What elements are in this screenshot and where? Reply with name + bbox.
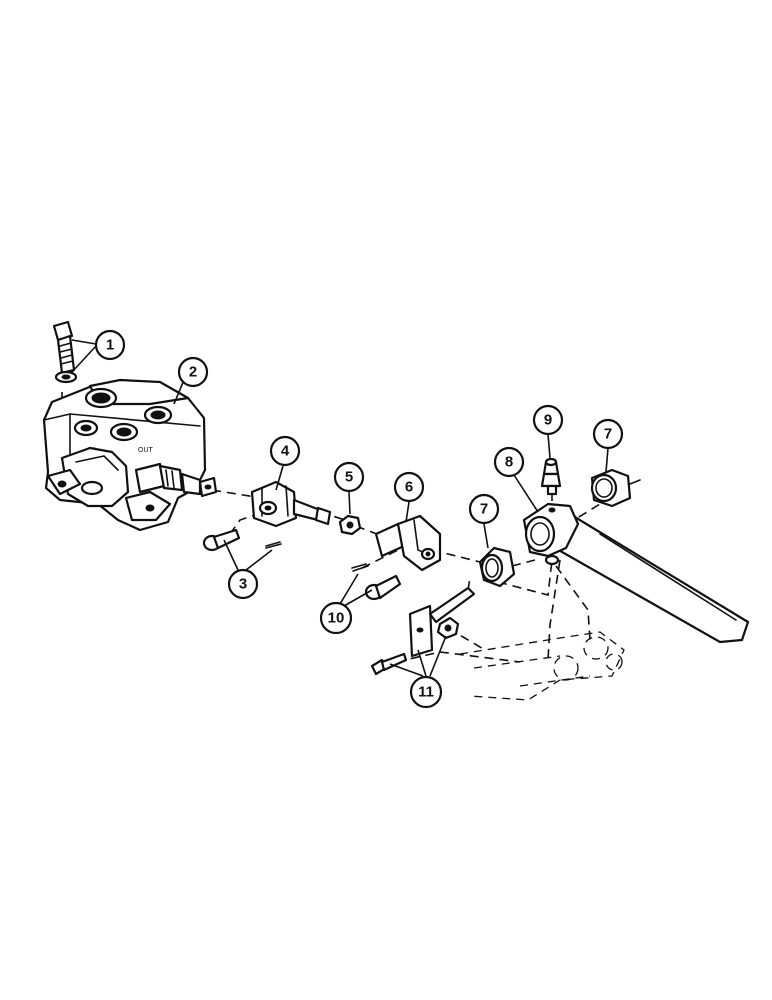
callout-6-label: 6 [405, 479, 413, 496]
clevis-pin-and-cotter-pin [202, 528, 282, 552]
callout-5: 5 [333, 461, 365, 493]
callout-2-label: 2 [189, 364, 197, 381]
jam-nut [338, 514, 362, 536]
yoke-pin-and-cotter [351, 563, 402, 601]
callout-4-label: 4 [281, 443, 290, 460]
callout-4: 4 [269, 435, 301, 467]
phantom-linkage [459, 631, 625, 701]
grease-fitting [540, 457, 562, 496]
callout-11: 11 [409, 675, 443, 709]
callout-9: 9 [532, 404, 564, 436]
callout-9-label: 9 [544, 412, 552, 429]
control-valve-body: IN OUT [42, 378, 218, 532]
callout-11-label: 11 [418, 684, 434, 701]
callout-7-left: 7 [468, 493, 500, 525]
callout-8-label: 8 [505, 454, 513, 471]
yoke [374, 514, 442, 572]
bushing-right [590, 468, 641, 508]
callout-1: 1 [94, 329, 126, 361]
callout-3: 3 [227, 568, 259, 600]
callout-1-label: 1 [106, 337, 114, 354]
callout-7-right: 7 [592, 418, 624, 450]
callout-7-right-label: 7 [604, 426, 612, 443]
bushing-left [478, 546, 516, 588]
callout-6: 6 [393, 471, 425, 503]
callout-8: 8 [493, 446, 525, 478]
callout-7-left-label: 7 [480, 501, 488, 518]
callout-5-label: 5 [345, 469, 353, 486]
callout-10: 10 [319, 601, 353, 635]
lever-arm [522, 502, 750, 644]
leader-lines [71, 339, 609, 677]
bolt-and-washer [52, 320, 78, 384]
callout-10-label: 10 [328, 610, 345, 627]
rod-end-clevis [250, 480, 332, 528]
callout-2: 2 [177, 356, 209, 388]
valve-out-marking: OUT [138, 447, 154, 454]
mounting-bracket [370, 586, 476, 676]
callout-3-label: 3 [239, 576, 247, 593]
